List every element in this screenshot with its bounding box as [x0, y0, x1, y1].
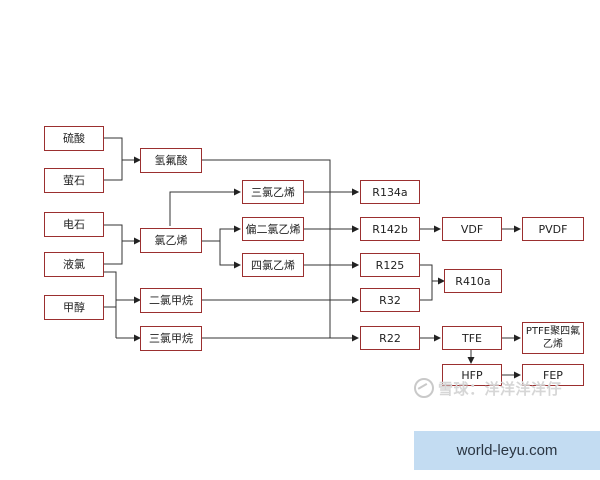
node-sulfuric-acid: 硫酸 — [44, 126, 104, 151]
line-vc-to-tce — [169, 188, 241, 226]
node-chloroform: 三氯甲烷 — [140, 326, 202, 351]
node-ptfe: PTFE聚四氟乙烯 — [522, 322, 584, 354]
line-fluorite-to-hf — [104, 156, 141, 181]
node-r125: R125 — [360, 253, 420, 277]
node-liquid-chlorine: 液氯 — [44, 252, 104, 277]
line-r125-to-r410a — [420, 264, 433, 281]
node-tfe: TFE — [442, 326, 502, 350]
node-calcium-carbide: 电石 — [44, 212, 104, 237]
caption-band: world-leyu.com — [414, 431, 600, 470]
snowball-logo-icon — [414, 378, 434, 398]
node-r134a: R134a — [360, 180, 420, 204]
node-vdf: VDF — [442, 217, 502, 241]
node-tetrachloroethylene: 四氯乙烯 — [242, 253, 304, 277]
line-chlorine-to-vc — [104, 237, 141, 265]
node-dichloromethane: 二氯甲烷 — [140, 288, 202, 313]
node-methanol: 甲醇 — [44, 295, 104, 320]
node-r32: R32 — [360, 288, 420, 312]
node-hf: 氢氟酸 — [140, 148, 202, 173]
node-r410a: R410a — [444, 269, 502, 293]
node-hfp: HFP — [442, 364, 502, 386]
line-sulfuric-to-hf — [104, 137, 123, 160]
line-hf-bus — [202, 159, 331, 338]
node-fluorite: 萤石 — [44, 168, 104, 193]
caption-text: world-leyu.com — [456, 442, 558, 459]
watermark: 雪球：洋洋洋洋仔 — [414, 376, 590, 400]
node-vinylidene-chloride: 偏二氯乙烯 — [242, 217, 304, 241]
line-vc-to-pce — [219, 241, 241, 269]
line-chlorine-down — [104, 271, 117, 338]
node-r142b: R142b — [360, 217, 420, 241]
line-carbide-to-vc — [104, 224, 123, 241]
node-fep: FEP — [522, 364, 584, 386]
watermark-text: 雪球：洋洋洋洋仔 — [438, 379, 563, 398]
line-r32-to-r410a — [420, 277, 445, 301]
line-vc-to-vdc — [202, 225, 241, 242]
line-methanol-to-dcm — [104, 296, 141, 308]
node-r22: R22 — [360, 326, 420, 350]
node-vinyl-chloride: 氯乙烯 — [140, 228, 202, 253]
node-pvdf: PVDF — [522, 217, 584, 241]
node-trichloroethylene: 三氯乙烯 — [242, 180, 304, 204]
